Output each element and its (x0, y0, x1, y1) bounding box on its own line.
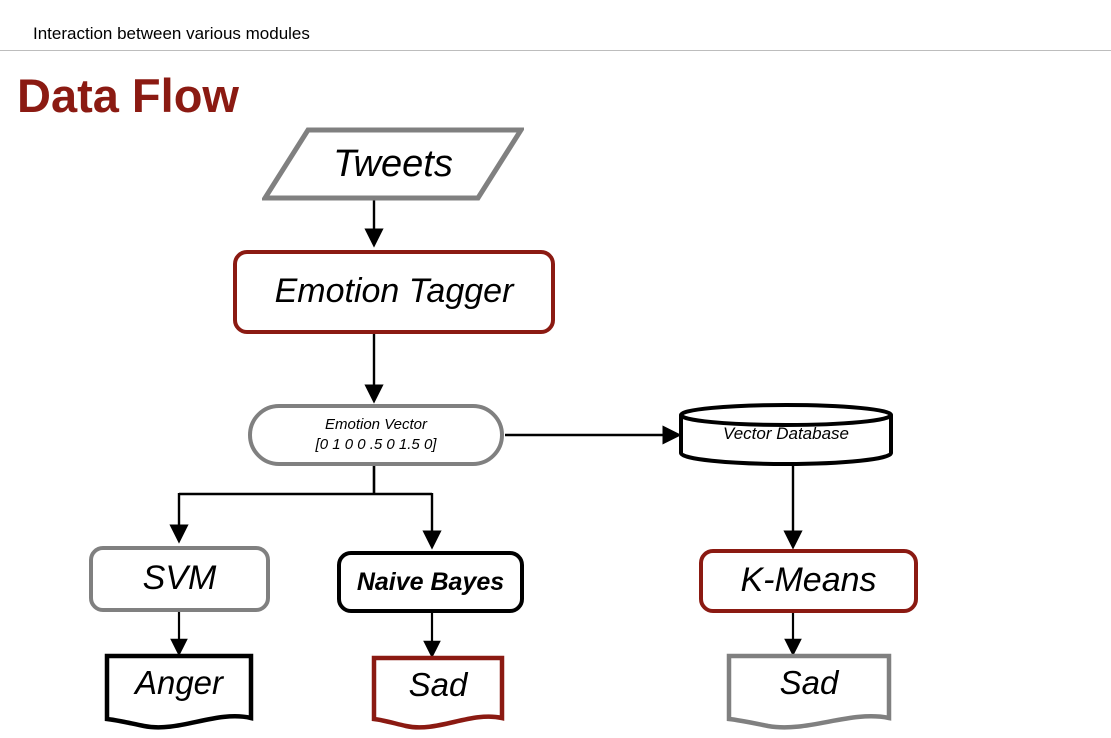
document-shape (726, 653, 892, 730)
node-svm[interactable]: SVM (89, 546, 270, 612)
node-sad-document-k-means[interactable]: Sad (726, 653, 892, 733)
node-emotion-tagger-label: Emotion Tagger (274, 272, 514, 311)
node-naive-bayes[interactable]: Naive Bayes (337, 551, 524, 613)
edge-emotion-vector-split (169, 465, 442, 550)
node-k-means-label: K-Means (740, 561, 877, 600)
node-vector-database-label: Vector Database (723, 424, 849, 443)
header-subtitle: Interaction between various modules (33, 24, 310, 43)
page-title: Data Flow (17, 69, 239, 122)
node-sad-document-naive-bayes[interactable]: Sad (371, 655, 505, 733)
node-sad-label-k-means: Sad (779, 664, 839, 702)
node-emotion-vector-label-line1: Emotion Vector (325, 415, 427, 433)
node-naive-bayes-label: Naive Bayes (356, 567, 505, 596)
header-bar (0, 0, 1111, 51)
node-sad-label-naive-bayes: Sad (408, 665, 468, 703)
node-vector-database[interactable]: Vector Database (678, 402, 894, 466)
node-tweets[interactable]: Tweets (262, 127, 524, 201)
node-emotion-vector-label-line2: [0 1 0 0 .5 0 1.5 0] (315, 436, 437, 453)
node-k-means[interactable]: K-Means (699, 549, 918, 613)
node-anger-document[interactable]: Anger (104, 653, 254, 733)
parallelogram-shape (262, 127, 524, 201)
document-shape (104, 653, 254, 730)
cylinder-shape (679, 403, 893, 466)
node-emotion-tagger[interactable]: Emotion Tagger (233, 250, 555, 334)
node-tweets-label: Tweets (333, 142, 453, 185)
document-shape (371, 655, 505, 730)
node-emotion-vector[interactable]: Emotion Vector [0 1 0 0 .5 0 1.5 0] (248, 404, 504, 466)
node-anger-label: Anger (134, 664, 224, 702)
node-svm-label: SVM (142, 559, 217, 598)
